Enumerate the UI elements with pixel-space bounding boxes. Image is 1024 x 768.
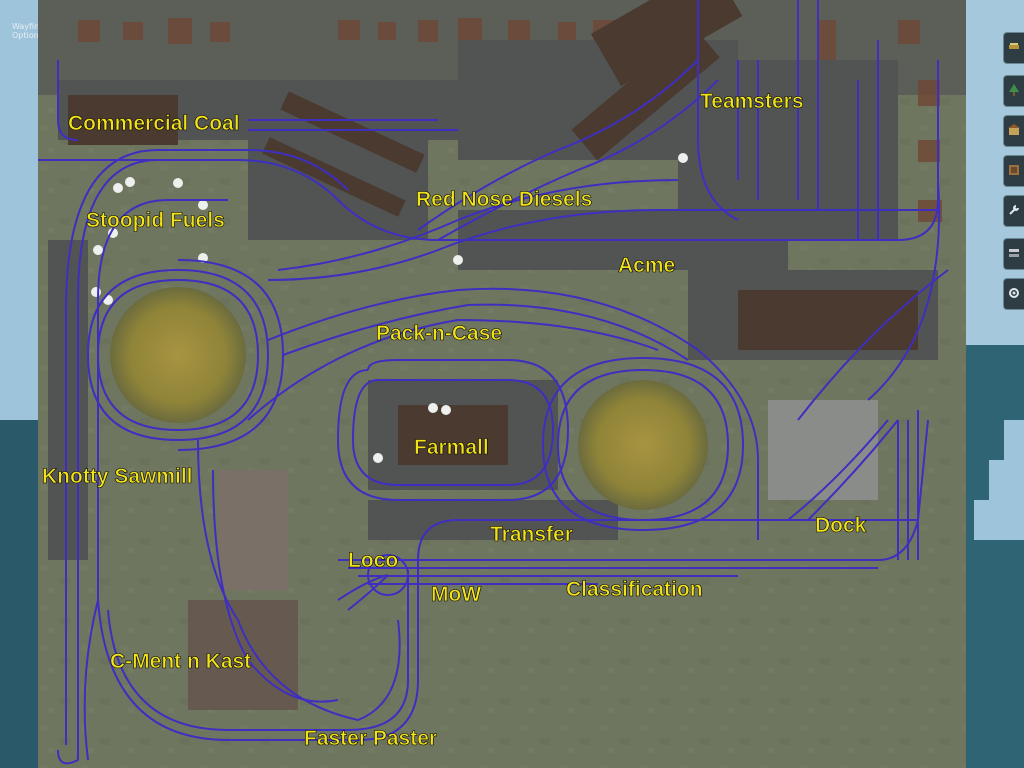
- scenery-mound-right: [578, 380, 708, 510]
- label-knotty-sawmill: Knotty Sawmill: [42, 465, 193, 488]
- layout-map[interactable]: Commercial Coal Teamsters Stoopid Fuels …: [38, 0, 966, 768]
- building-tool-button[interactable]: [1003, 115, 1024, 147]
- track-tool-icon: [1007, 39, 1021, 58]
- panel-step: [1004, 420, 1024, 460]
- scenery-tool-button[interactable]: [1003, 75, 1024, 107]
- layers-icon: [1007, 245, 1021, 264]
- rolling-stock-tool-button[interactable]: [1003, 155, 1024, 187]
- label-pack-n-case: Pack-n-Case: [376, 322, 502, 345]
- label-faster-paster: Faster Paster: [304, 727, 437, 750]
- storage-tanks: [91, 153, 688, 463]
- left-side-panel: Wayfinder Options: [0, 0, 52, 768]
- settings-icon: [1007, 285, 1021, 304]
- panel-step: [989, 460, 1024, 500]
- label-c-ment-n-kast: C-Ment n Kast: [110, 650, 251, 673]
- label-stoopid-fuels: Stoopid Fuels: [86, 209, 225, 232]
- rolling-stock-icon: [1007, 162, 1021, 181]
- label-transfer: Transfer: [490, 523, 573, 546]
- label-classification: Classification: [566, 578, 703, 601]
- label-loco: Loco: [348, 549, 398, 572]
- panel-step: [974, 500, 1024, 540]
- panel-shade: [966, 345, 1024, 768]
- layers-tool-button[interactable]: [1003, 238, 1024, 270]
- label-dock: Dock: [815, 514, 867, 537]
- label-teamsters: Teamsters: [700, 90, 804, 113]
- label-red-nose-diesels: Red Nose Diesels: [416, 188, 592, 211]
- settings-tool-button[interactable]: [1003, 278, 1024, 310]
- label-farmall: Farmall: [414, 436, 489, 459]
- label-commercial-coal: Commercial Coal: [68, 112, 240, 135]
- label-acme: Acme: [618, 254, 675, 277]
- options-menu-link[interactable]: Wayfinder Options: [12, 22, 53, 40]
- label-mow: MoW: [431, 583, 481, 606]
- panel-shade: [0, 420, 38, 768]
- scenery-mound-left: [110, 287, 246, 423]
- track-tool-button[interactable]: [1003, 32, 1024, 64]
- scenery-tool-icon: [1007, 82, 1021, 101]
- wrench-icon: [1007, 202, 1021, 221]
- building-tool-icon: [1007, 122, 1021, 141]
- track-network: [38, 0, 949, 765]
- right-side-panel: [966, 0, 1024, 768]
- wrench-tool-button[interactable]: [1003, 195, 1024, 227]
